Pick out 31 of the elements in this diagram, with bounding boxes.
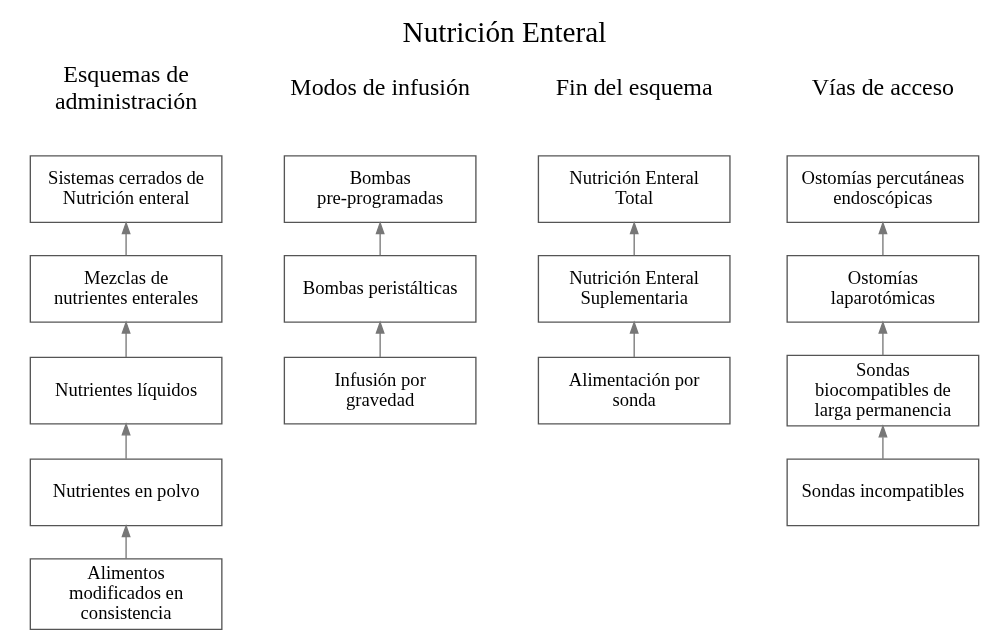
arrow — [120, 523, 131, 560]
diagram-title: Nutrición Enteral — [402, 16, 606, 49]
node-box: Bombas peristálticas — [283, 255, 477, 323]
node-box: Nutrición Enteral Total — [537, 155, 731, 224]
arrow — [629, 221, 639, 256]
arrow — [374, 221, 385, 256]
node-box: Nutrientes en polvo — [29, 458, 222, 527]
arrow — [877, 424, 888, 460]
arrow — [374, 320, 385, 358]
node-box: Alimentos modificados en consistencia — [29, 558, 222, 631]
label: Vías de acceso — [811, 74, 954, 101]
arrow — [877, 221, 888, 256]
node-box: Sondas incompatibles — [786, 458, 979, 527]
arrow — [120, 320, 131, 358]
node-box: Ostomías laparotómicas — [786, 255, 979, 323]
label: Esquemas de administración — [54, 60, 197, 114]
node-box: Ostomías percutáneas endoscópicas — [786, 155, 979, 224]
node-box: Sistemas cerrados de Nutrición enteral — [29, 155, 222, 224]
arrow — [877, 320, 888, 356]
node-box: Alimentación por sonda — [537, 356, 731, 425]
node-box: Infusión por gravedad — [283, 356, 477, 425]
label: Fin del esquema — [555, 74, 713, 101]
node-box: Nutrición Enteral Suplementaria — [537, 255, 731, 323]
arrow — [120, 422, 131, 460]
arrow — [629, 320, 639, 358]
node-box: Bombas pre-programadas — [283, 155, 477, 224]
label: Modos de infusión — [289, 74, 470, 101]
node-box: Sondas biocompatibles de larga permanencia — [786, 354, 979, 427]
arrow — [120, 221, 131, 256]
node-box: Mezclas de nutrientes enterales — [29, 255, 222, 323]
node-box: Nutrientes líquidos — [29, 356, 222, 425]
